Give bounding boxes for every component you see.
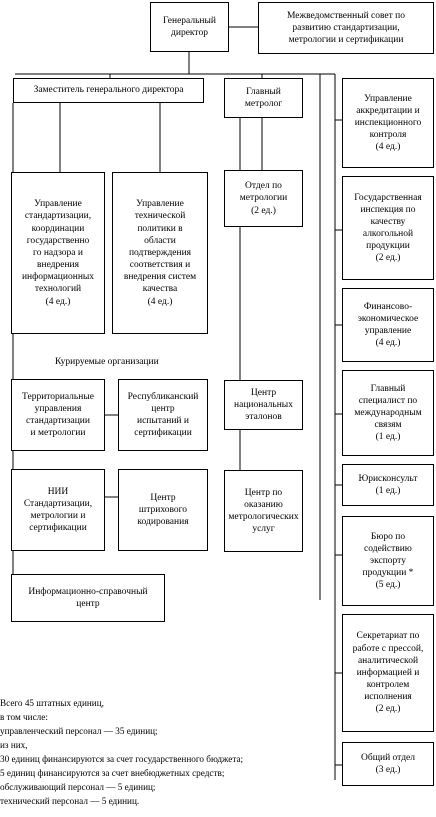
metrology-services-center-box: Центр по оказанию метрологических услуг xyxy=(224,470,303,552)
republican-center-label: Республиканский центр испытаний и сертиф… xyxy=(127,391,199,439)
intl-specialist-box: Главный специалист по международным связ… xyxy=(342,370,434,456)
staffing-footnote: Всего 45 штатных единиц, в том числе: уп… xyxy=(0,696,436,808)
general-director-box: Генеральный директор xyxy=(150,2,229,52)
barcode-center-box: Центр штрихового кодирования xyxy=(118,469,208,551)
dept-standardization-label: Управление стандартизации, координации г… xyxy=(21,199,95,307)
dept-metrology-box: Отдел по метрологии (2 ед.) xyxy=(224,170,303,227)
interagency-council-box: Межведомственный совет по развитию станд… xyxy=(258,2,434,54)
dept-technical-policy-box: Управление технической политики в област… xyxy=(112,172,208,334)
intl-specialist-label: Главный специалист по международным связ… xyxy=(354,383,422,443)
press-secretariat-label: Секретариат по работе с прессой, аналити… xyxy=(352,631,424,715)
press-secretariat-box: Секретариат по работе с прессой, аналити… xyxy=(342,614,434,732)
dept-metrology-label: Отдел по метрологии (2 ед.) xyxy=(239,181,288,216)
dept-standardization-box: Управление стандартизации, координации г… xyxy=(11,172,105,334)
territorial-offices-label: Территориальные управления стандартизаци… xyxy=(22,391,94,439)
dept-technical-policy-label: Управление технической политики в област… xyxy=(123,199,197,307)
supervised-organizations-caption: Курируемые организации xyxy=(55,357,159,367)
footnote-line: 30 единиц финансируются за счет государс… xyxy=(0,754,244,764)
nii-box: НИИ Стандартизации, метрологии и сертифи… xyxy=(11,469,105,551)
deputy-director-box: Заместитель генерального директора xyxy=(13,78,204,103)
chief-metrologist-label: Главный метролог xyxy=(244,86,283,109)
legal-box: Юрисконсульт (1 ед.) xyxy=(342,464,434,506)
footnote-line: Всего 45 штатных единиц, xyxy=(0,698,104,708)
alcohol-inspection-box: Государственная инспекция по качеству ал… xyxy=(342,176,434,280)
footnote-line: управленческий персонал — 35 единиц; xyxy=(0,726,158,736)
national-standards-center-label: Центр национальных эталонов xyxy=(234,387,293,423)
export-bureau-box: Бюро по содействию экспорту продукции * … xyxy=(342,516,434,606)
deputy-director-label: Заместитель генерального директора xyxy=(33,85,184,96)
metrology-services-center-label: Центр по оказанию метрологических услуг xyxy=(228,487,299,535)
finance-box: Финансово- экономическое управление (4 е… xyxy=(342,288,434,362)
chief-metrologist-box: Главный метролог xyxy=(224,78,303,118)
national-standards-center-box: Центр национальных эталонов xyxy=(224,380,303,430)
footnote-line: обслуживающий персонал — 5 единиц; xyxy=(0,782,156,792)
barcode-center-label: Центр штрихового кодирования xyxy=(137,492,189,528)
interagency-council-label: Межведомственный совет по развитию станд… xyxy=(286,10,406,46)
accreditation-box: Управление аккредитации и инспекционного… xyxy=(342,78,434,168)
republican-center-box: Республиканский центр испытаний и сертиф… xyxy=(118,379,208,451)
info-center-box: Информационно-справочный центр xyxy=(11,574,165,622)
footnote-line: технический персонал — 5 единиц. xyxy=(0,796,140,806)
footnote-line: в том числе: xyxy=(0,712,48,722)
territorial-offices-box: Территориальные управления стандартизаци… xyxy=(11,379,105,451)
alcohol-inspection-label: Государственная инспекция по качеству ал… xyxy=(354,192,422,264)
accreditation-label: Управление аккредитации и инспекционного… xyxy=(354,93,422,153)
nii-label: НИИ Стандартизации, метрологии и сертифи… xyxy=(23,486,93,534)
footnote-line: из них, xyxy=(0,740,28,750)
footnote-line: 5 единиц финансируются за счет внебюджет… xyxy=(0,768,225,778)
finance-label: Финансово- экономическое управление (4 е… xyxy=(357,301,419,349)
general-dept-label: Общий отдел (3 ед.) xyxy=(361,752,415,775)
info-center-label: Информационно-справочный центр xyxy=(28,586,148,609)
legal-label: Юрисконсульт (1 ед.) xyxy=(358,473,418,496)
export-bureau-label: Бюро по содействию экспорту продукции * … xyxy=(362,531,414,591)
general-dept-box: Общий отдел (3 ед.) xyxy=(342,742,434,786)
general-director-label: Генеральный директор xyxy=(163,15,216,38)
